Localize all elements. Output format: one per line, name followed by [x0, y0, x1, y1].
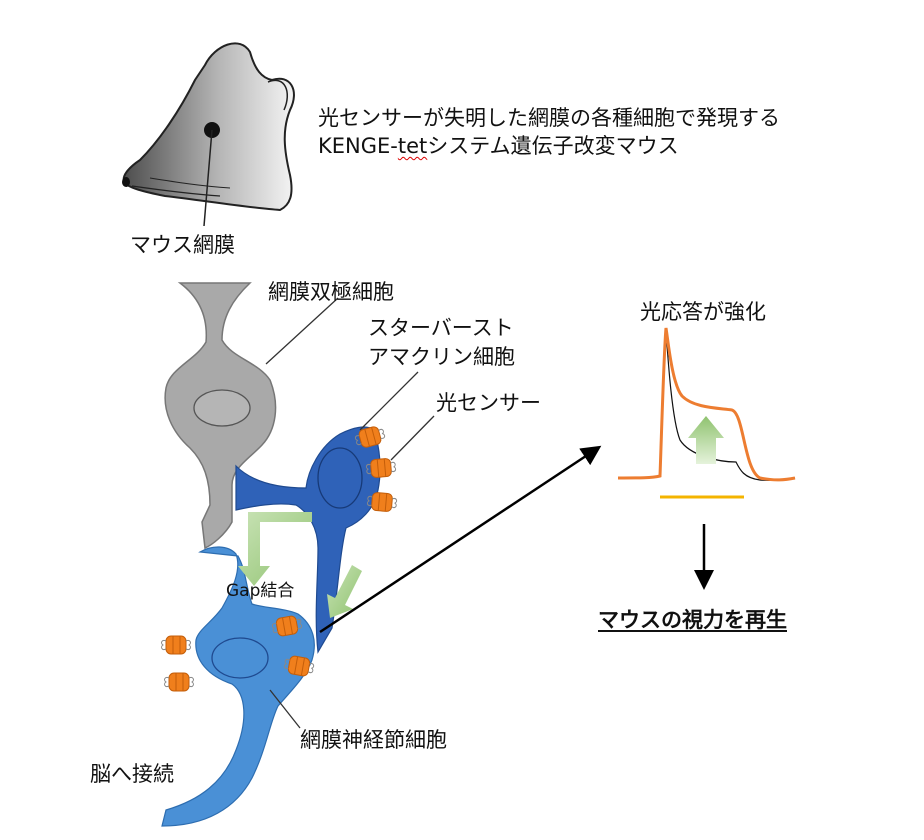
light-sensor: [161, 635, 191, 655]
starburst-label-line1: スターバースト: [368, 316, 514, 340]
amacrine-nucleus: [317, 447, 363, 509]
heading-line2: KENGE-tetシステム遺伝子改変マウス: [318, 131, 679, 161]
heading-line1: 光センサーが失明した網膜の各種細胞で発現する: [318, 106, 780, 130]
ganglion-cell: [161, 546, 315, 827]
ganglion-pointer: [269, 689, 301, 729]
heading-line2-tet: tet: [397, 134, 428, 158]
to-brain-label: 脳へ接続: [90, 762, 174, 786]
gap-arrow-right: [327, 565, 362, 618]
result-arrow: [319, 445, 602, 634]
bipolar-pointer: [265, 297, 339, 365]
light-sensor: [164, 672, 194, 692]
ganglion-nucleus: [211, 637, 269, 679]
heading-line2-prefix: KENGE-: [318, 134, 398, 158]
starburst-label-line2: アマクリン細胞: [368, 345, 515, 369]
mouse-mouth: [131, 185, 221, 197]
starburst-pointer: [359, 371, 419, 431]
enhanced-response-curve: [617, 327, 796, 482]
light-sensor-label: 光センサー: [436, 391, 541, 415]
sensor-pointer: [390, 415, 435, 461]
bipolar-nucleus: [193, 389, 251, 427]
gap-arrow-left: [238, 512, 312, 586]
gap-junction-label: Gap結合: [226, 581, 295, 601]
mouse-mouth-2: [149, 177, 231, 189]
vision-restored-label: マウスの視力を再生: [598, 608, 787, 632]
response-enhanced-label: 光応答が強化: [640, 300, 766, 324]
heading-line2-suffix: システム遺伝子改変マウス: [427, 134, 679, 158]
mouse-nose: [122, 177, 130, 187]
enhancement-up-arrow: [688, 416, 724, 464]
ganglion-cell-label: 網膜神経節細胞: [300, 728, 447, 752]
bipolar-cell-label: 網膜双極細胞: [268, 280, 394, 304]
retina-pointer: [203, 129, 213, 227]
mouse-ear: [267, 79, 289, 111]
mouse-retina-label: マウス網膜: [130, 233, 235, 257]
